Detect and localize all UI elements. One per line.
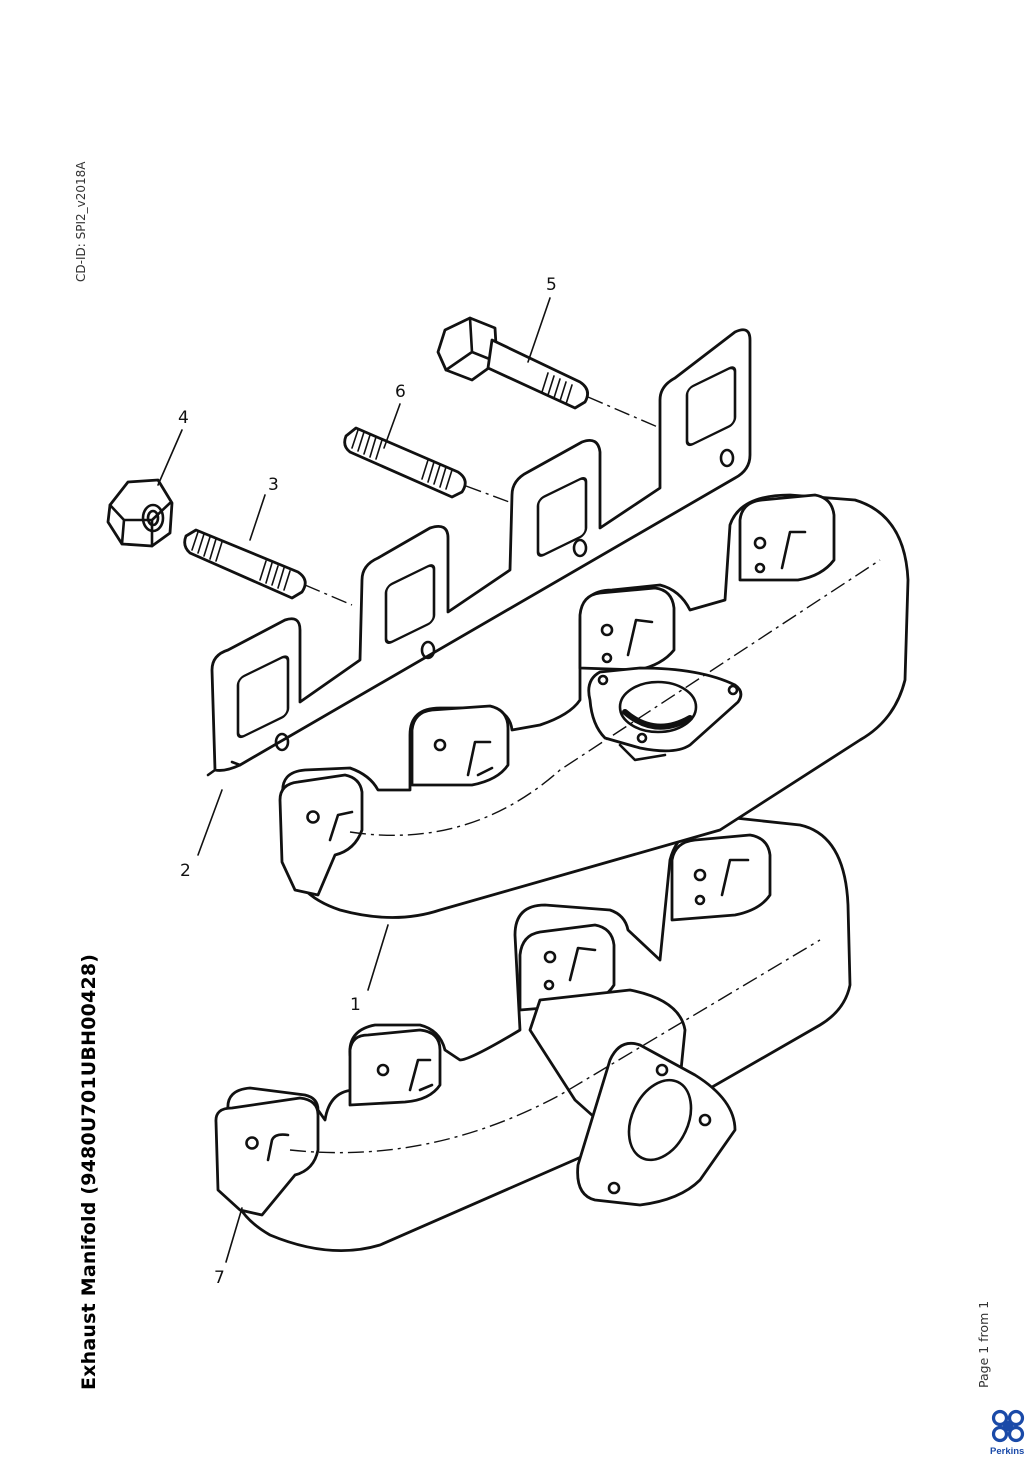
callout-4: 4: [178, 408, 189, 428]
exhaust-gasket: [206, 328, 752, 777]
perkins-logo-icon: Perkins: [990, 1409, 1024, 1457]
callout-6: 6: [395, 382, 406, 402]
callout-1: 1: [350, 995, 361, 1015]
callout-3: 3: [268, 475, 279, 495]
callout-5: 5: [546, 275, 557, 295]
upper-exhaust-manifold: [278, 493, 910, 919]
perkins-logo-text: Perkins: [990, 1446, 1024, 1457]
nut-4: [106, 478, 174, 548]
callout-leaders: [157, 297, 551, 1263]
stud-6: [343, 426, 513, 504]
bolt-5: [436, 316, 661, 429]
stud-3: [183, 528, 353, 606]
lower-exhaust-manifold: [214, 816, 852, 1253]
callout-7: 7: [214, 1268, 225, 1288]
callout-2: 2: [180, 861, 191, 881]
